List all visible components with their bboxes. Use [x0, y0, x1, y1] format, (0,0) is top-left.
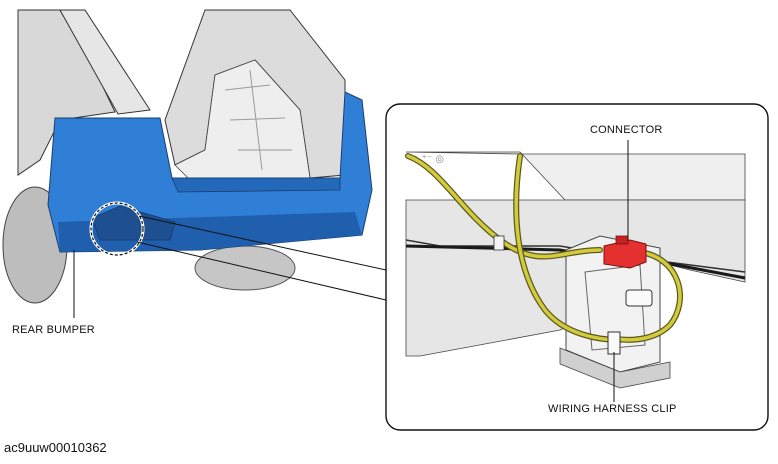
vehicle-rear-illustration [2, 9, 373, 304]
connector-label: CONNECTOR [590, 124, 663, 136]
detail-circle-dashes [90, 202, 144, 256]
wiring-harness-clip-label: WIRING HARNESS CLIP [548, 403, 677, 415]
lamp-socket [625, 289, 653, 307]
bracket-base [559, 347, 671, 389]
body-pillar [59, 9, 151, 115]
callout-leader-bottom [136, 241, 387, 301]
wiring-harness-drop-core [514, 154, 622, 342]
cargo-detail-lines [224, 69, 292, 171]
wiring-harness-loop-core [610, 250, 682, 342]
rear-bumper-label: REAR BUMPER [12, 324, 95, 336]
rear-bumper-lip [171, 177, 341, 193]
bumper-lower-recess [91, 205, 176, 241]
wiring-harness-clip-part [607, 331, 621, 355]
figure-id: ac9uuw00010362 [4, 440, 107, 455]
red-connector-shape [603, 239, 647, 269]
bracket-inner-frame [584, 264, 646, 351]
red-connector-tab [615, 235, 629, 245]
spare-area-tire [194, 245, 296, 291]
harness-upper-clip [493, 235, 505, 251]
embossed-marks: ✓ ⁺⁻ ◎ [410, 154, 444, 165]
detail-callout-panel: ✓ ⁺⁻ ◎ [385, 103, 769, 431]
callout-leader-top [138, 215, 387, 271]
